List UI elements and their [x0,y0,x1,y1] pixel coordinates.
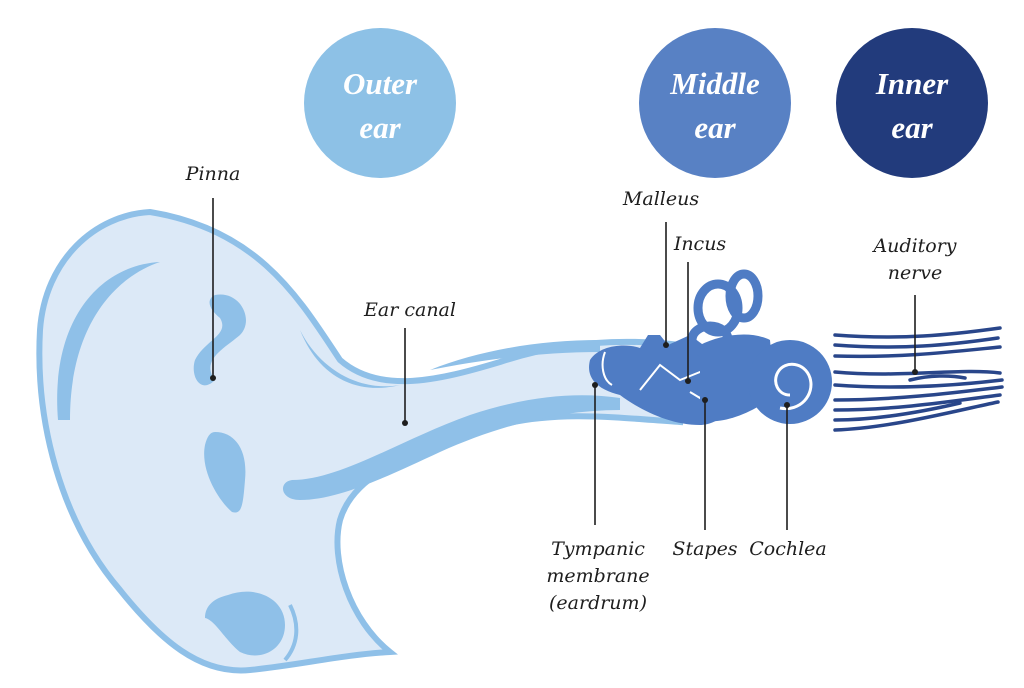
leader-lines [210,198,918,530]
middle-ear-badge: Middle ear [639,28,791,178]
inner-ear-title: Inner [875,66,949,101]
label-incus: Incus [673,233,727,255]
outer-ear-title: Outer [343,66,418,101]
auditory-nerve-illustration [833,326,1004,432]
outer-ear-illustration [36,208,683,674]
label-tympanic-3: (eardrum) [549,592,647,614]
label-cochlea: Cochlea [749,538,827,560]
inner-ear-illustration [687,269,832,424]
label-tympanic-2: membrane [546,565,649,587]
label-auditory-nerve-2: nerve [888,262,943,284]
label-malleus: Malleus [622,188,699,210]
label-ear-canal: Ear canal [363,299,456,321]
label-tympanic-1: Tympanic [551,538,645,560]
label-pinna: Pinna [185,163,241,185]
outer-ear-subtitle: ear [359,110,401,145]
inner-ear-badge: Inner ear [836,28,988,178]
label-stapes: Stapes [672,538,737,560]
inner-ear-subtitle: ear [891,110,933,145]
middle-ear-title: Middle [669,66,760,101]
outer-ear-badge: Outer ear [304,28,456,178]
middle-ear-subtitle: ear [694,110,736,145]
label-auditory-nerve-1: Auditory [871,235,956,257]
